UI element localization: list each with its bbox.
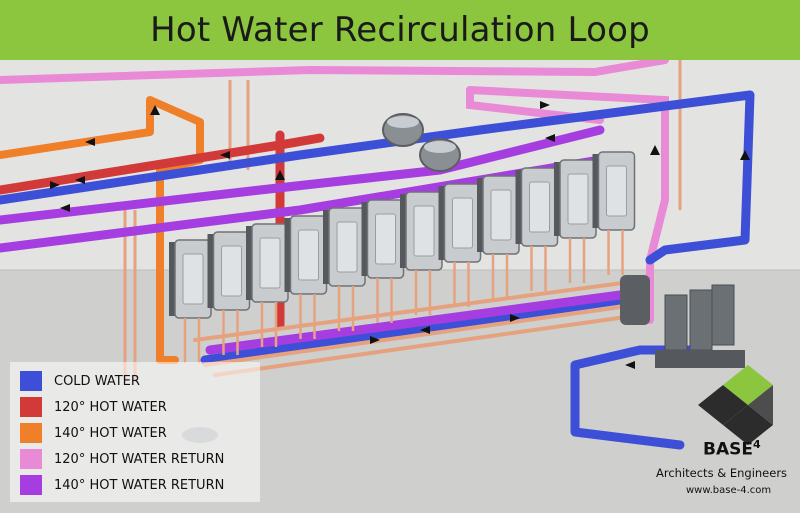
water-heater-unit (438, 183, 482, 307)
water-heater-unit (592, 151, 636, 275)
legend-swatch (20, 371, 42, 391)
title-banner: Hot Water Recirculation Loop (0, 0, 800, 60)
brand-name: BASE4 (703, 438, 761, 460)
water-heater-unit (323, 207, 366, 331)
water-heater-unit (400, 191, 443, 315)
legend-swatch (20, 475, 42, 495)
legend-label: 140° HOT WATER (54, 425, 167, 441)
manifold-copper (193, 280, 642, 377)
base4-logo-icon (698, 365, 773, 445)
legend-swatch (20, 397, 42, 417)
legend-item: 140° HOT WATER RETURN (20, 474, 224, 496)
legend-label: 120° HOT WATER RETURN (54, 451, 225, 467)
water-heater-unit (515, 167, 559, 291)
legend-item: 120° HOT WATER (20, 396, 167, 418)
water-meter-left (382, 113, 424, 147)
brand-url: www.base-4.com (686, 485, 772, 496)
legend-swatch (20, 423, 42, 443)
water-heater-unit (207, 231, 251, 355)
flow-arrows (50, 101, 750, 369)
water-heater-unit (477, 175, 520, 299)
return-120-line (0, 60, 669, 324)
hot-140-line (0, 96, 204, 364)
water-heater-unit (284, 215, 328, 339)
water-heater-unit (246, 223, 289, 347)
water-meter-right (419, 138, 461, 172)
legend-item: 120° HOT WATER RETURN (20, 448, 224, 470)
legend-item: COLD WATER (20, 370, 140, 392)
cold-water-line (0, 90, 755, 450)
legend-label: COLD WATER (54, 373, 140, 389)
copper-risers (123, 60, 682, 380)
page-title: Hot Water Recirculation Loop (150, 10, 650, 50)
legend-item: 140° HOT WATER (20, 422, 167, 444)
water-heaters (169, 151, 636, 363)
legend: COLD WATER 120° HOT WATER 140° HOT WATER 12… (10, 362, 260, 502)
brand-tagline: Architects & Engineers (656, 466, 788, 480)
legend-label: 140° HOT WATER RETURN (54, 477, 225, 493)
legend-label: 120° HOT WATER (54, 399, 167, 415)
pump-station (620, 275, 745, 368)
legend-swatch (20, 449, 42, 469)
